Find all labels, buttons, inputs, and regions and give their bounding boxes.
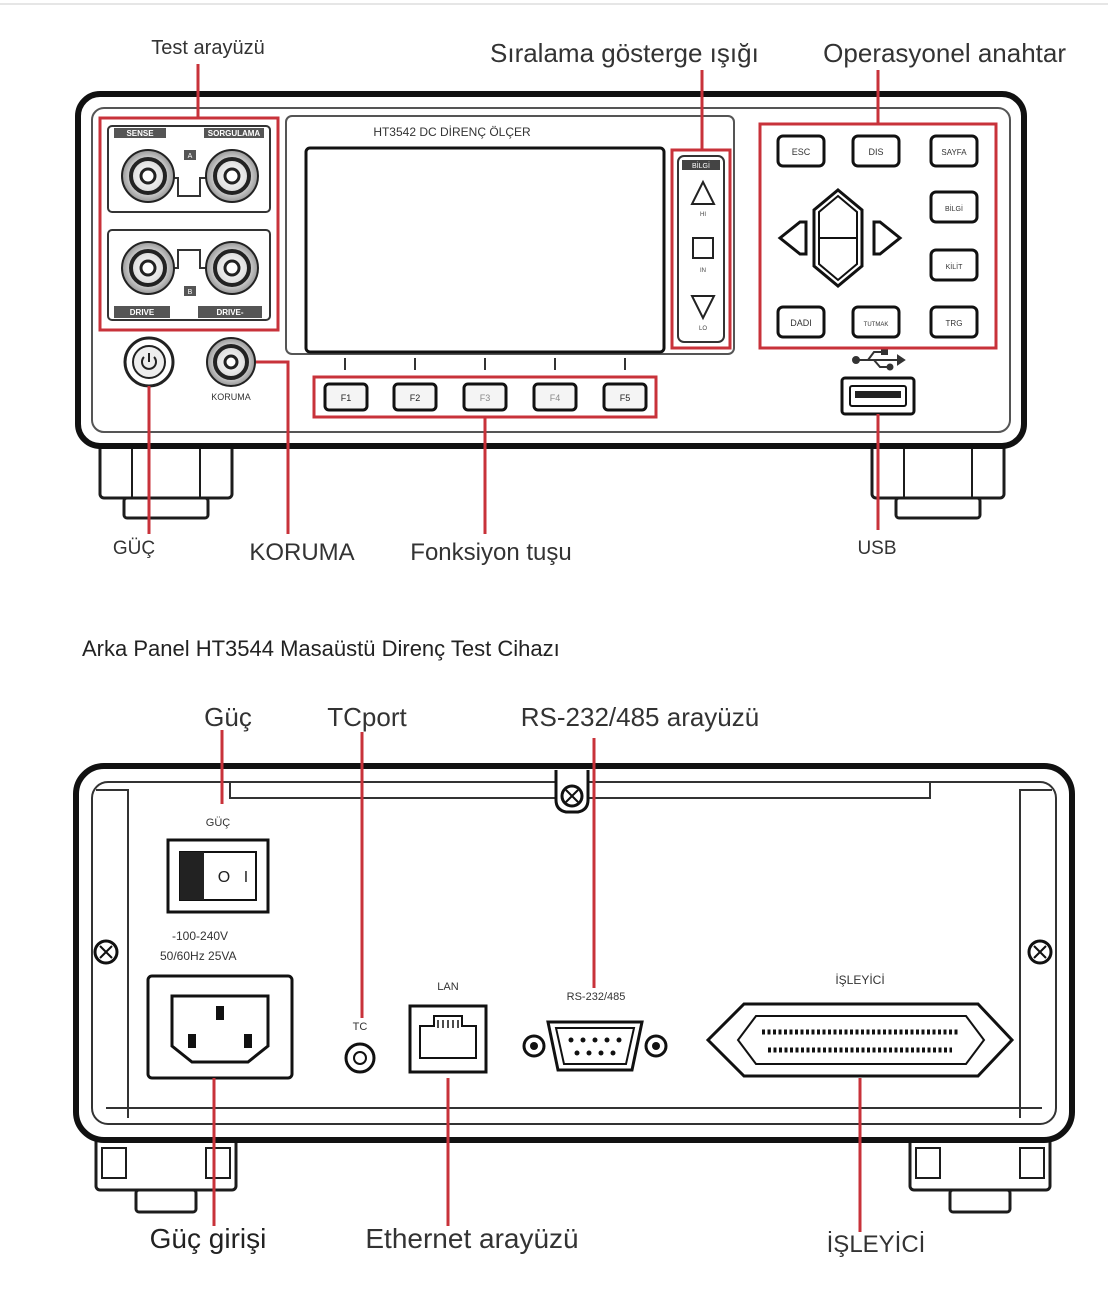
display-frame: [285, 115, 735, 355]
drive-lo-label: DRIVE-: [216, 308, 243, 317]
key-hold-label: TUTMAK: [864, 322, 889, 328]
jack-sense-lo[interactable]: [205, 149, 259, 203]
callout-ethernet: Ethernet arayüzü: [365, 1223, 578, 1254]
screw-top: [554, 770, 590, 814]
lan-port[interactable]: [408, 1004, 488, 1074]
usb-icon: [852, 348, 906, 371]
rear-panel: GÜÇ O I -100-240V 50/60Hz 25VA TC LAN: [73, 763, 1075, 1214]
key-trig-label: TRG: [946, 319, 963, 328]
rear-power-label: GÜÇ: [206, 817, 231, 829]
fkey-2-label: F2: [410, 393, 421, 403]
callout-usb: USB: [857, 538, 896, 559]
switch-on-label: I: [244, 869, 248, 886]
sort-hi-icon: [690, 179, 716, 205]
key-trig[interactable]: TRG: [929, 305, 979, 339]
key-save[interactable]: DADI: [776, 305, 826, 339]
arrow-right-key[interactable]: [872, 220, 903, 256]
callout-handler: İŞLEYİCİ: [827, 1231, 926, 1258]
switch-off-label: O: [218, 869, 230, 886]
fkey-4[interactable]: F4: [532, 382, 578, 412]
sense-hi-label: SENSE: [126, 129, 154, 138]
key-disp[interactable]: DIS: [851, 134, 901, 168]
fkey-3-label: F3: [480, 393, 491, 403]
rear-power-switch[interactable]: O I: [166, 838, 270, 914]
key-save-label: DADI: [790, 318, 812, 328]
key-page[interactable]: SAYFA: [929, 134, 979, 168]
fkey-3[interactable]: F3: [462, 382, 508, 412]
drive-hi-label: DRIVE: [130, 308, 155, 317]
power-inlet[interactable]: [146, 974, 294, 1080]
rs232-port[interactable]: [522, 1020, 668, 1072]
tc-port[interactable]: [344, 1042, 376, 1074]
key-info[interactable]: BİLGİ: [929, 190, 979, 224]
sort-indicator: BİLGİ HI IN LO: [677, 155, 725, 343]
voltage-label: -100-240V: [172, 929, 228, 943]
frequency-label: 50/60Hz 25VA: [160, 949, 237, 963]
handler-port[interactable]: [705, 1002, 1015, 1078]
key-page-label: SAYFA: [941, 148, 967, 157]
callout-function-keys: Fonksiyon tuşu: [410, 539, 571, 566]
usb-port[interactable]: [840, 376, 916, 416]
rear-callouts: [212, 730, 862, 1232]
lan-label: LAN: [437, 981, 458, 993]
jack-drive-hi[interactable]: [121, 241, 175, 295]
handler-label: İŞLEYİCİ: [835, 973, 884, 987]
fkey-1-label: F1: [341, 393, 352, 403]
guard-jack[interactable]: [206, 337, 256, 387]
sense-lo-label: SORGULAMA: [208, 129, 261, 138]
callout-sort-indicator: Sıralama gösterge ışığı: [490, 38, 759, 68]
key-lock[interactable]: KİLİT: [929, 248, 979, 282]
model-title: HT3542 DC DİRENÇ ÖLÇER: [373, 125, 531, 139]
power-button[interactable]: [123, 336, 175, 388]
key-hold[interactable]: TUTMAK: [851, 305, 901, 339]
front-foot-right: [870, 442, 1006, 520]
rear-foot-right: [908, 1134, 1052, 1214]
screw-right: [1027, 939, 1053, 965]
power-icon: [141, 353, 157, 370]
marker-b: B: [188, 289, 193, 296]
fkey-4-label: F4: [550, 393, 561, 403]
arrow-up-down-key[interactable]: [812, 188, 864, 288]
sort-hi-label: HI: [700, 212, 706, 218]
key-esc[interactable]: ESC: [776, 134, 826, 168]
lcd-display: [304, 146, 666, 354]
sort-header: BİLGİ: [692, 161, 710, 170]
fkey-2[interactable]: F2: [392, 382, 438, 412]
screw-left: [93, 939, 119, 965]
front-foot-left: [98, 442, 234, 520]
guard-label: KORUMA: [211, 392, 251, 402]
rear-section-title: Arka Panel HT3544 Masaüstü Direnç Test C…: [82, 636, 560, 661]
arrow-left-key[interactable]: [777, 220, 808, 256]
test-interface: SENSE SORGULAMA DRIVE DRIVE- A B: [107, 125, 271, 321]
fkey-5-label: F5: [620, 393, 631, 403]
callout-power-inlet: Güç girişi: [150, 1223, 267, 1254]
callout-operation-keys: Operasyonel anahtar: [823, 38, 1066, 68]
callout-test-interface: Test arayüzü: [151, 37, 264, 59]
rs232-label: RS-232/485: [567, 991, 626, 1003]
sort-lo-label: LO: [699, 326, 707, 332]
key-info-label: BİLGİ: [945, 204, 963, 213]
rear-foot-left: [94, 1134, 238, 1214]
fkey-1[interactable]: F1: [323, 382, 369, 412]
tc-label: TC: [353, 1021, 368, 1033]
front-panel: HT3542 DC DİRENÇ ÖLÇER SENSE SORGULAMA D…: [75, 91, 1027, 520]
front-callouts: [98, 64, 998, 534]
key-lock-label: KİLİT: [946, 262, 963, 271]
marker-a: A: [188, 153, 193, 160]
key-disp-label: DIS: [868, 147, 883, 157]
key-esc-label: ESC: [792, 147, 811, 157]
sort-in-label: IN: [700, 268, 706, 274]
callout-rs232: RS-232/485 arayüzü: [521, 702, 759, 732]
sort-lo-icon: [690, 295, 716, 321]
fkey-5[interactable]: F5: [602, 382, 648, 412]
jack-sense-hi[interactable]: [121, 149, 175, 203]
callout-tcport: TCport: [327, 702, 407, 732]
callout-guard: KORUMA: [249, 539, 354, 566]
fkey-ticks: [344, 358, 626, 370]
callout-rear-power: Güç: [204, 702, 252, 732]
sort-in-icon: [692, 237, 714, 259]
jack-drive-lo[interactable]: [205, 241, 259, 295]
callout-power: GÜÇ: [113, 538, 155, 559]
